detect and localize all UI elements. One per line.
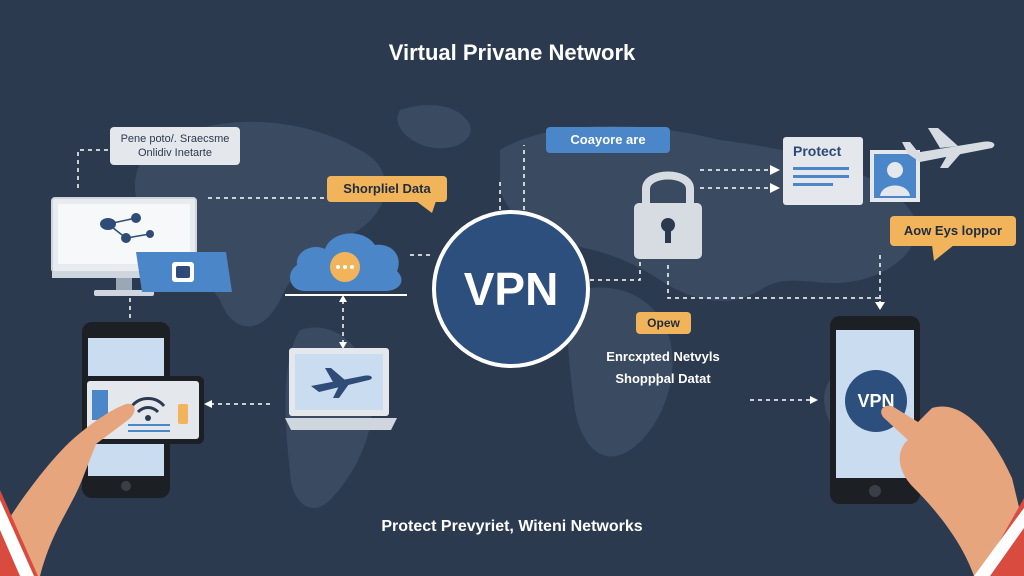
- callout-tail: [932, 245, 954, 261]
- callout-line-2: Onlidiv Inetarte: [138, 147, 212, 159]
- padlock-icon: [634, 171, 702, 259]
- callout-coayore: Coayore are: [546, 127, 670, 153]
- encrypted-line-2: Shoppþal Datat: [615, 371, 711, 386]
- encrypted-network-text: Enrcxpted Netvyls Shoppþal Datat: [578, 346, 748, 390]
- callout-opew: Opew: [636, 312, 691, 334]
- callout-line-1: Pene poto/. Sraecsme: [120, 133, 230, 145]
- vpn-hub: VPN: [432, 210, 590, 368]
- phone-vpn-label: VPN: [857, 390, 895, 411]
- desktop-monitor-icon: [51, 197, 232, 296]
- page-title: Virtual Privane Network: [388, 40, 636, 65]
- user-profile-icon: [870, 150, 920, 202]
- encrypted-line-1: Enrcxpted Netvyls: [606, 349, 720, 364]
- callout-aow-eys: Aow Eys loppor: [890, 216, 1016, 246]
- callout-coayore-label: Coayore are: [570, 132, 646, 147]
- callout-shopping-data: Shorpliel Data: [327, 176, 447, 202]
- vpn-hub-label: VPN: [463, 263, 559, 315]
- card-line: [793, 167, 849, 170]
- hand-icon: [881, 405, 1024, 576]
- callout-shopping-label: Shorpliel Data: [343, 181, 431, 196]
- laptop-icon: [285, 348, 397, 430]
- protect-card: Protect: [783, 137, 863, 205]
- callout-internet: Pene poto/. Sraecsme Onlidiv Inetarte: [110, 127, 240, 165]
- callout-opew-label: Opew: [647, 316, 680, 330]
- card-line: [793, 183, 833, 186]
- card-line: [793, 175, 849, 178]
- callout-tail: [416, 201, 436, 213]
- protect-label: Protect: [793, 143, 842, 159]
- hand-icon: [0, 403, 135, 576]
- cloud-server-icon: [285, 233, 407, 296]
- page-footer: Protect Prevyriet, Witeni Networks: [381, 518, 643, 535]
- callout-aow-eys-label: Aow Eys loppor: [903, 223, 1003, 238]
- airplane-icon: [902, 128, 995, 168]
